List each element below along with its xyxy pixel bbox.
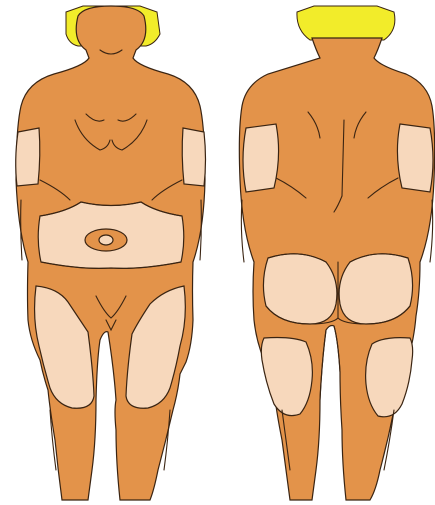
back-right-upper-arm-zone: [397, 124, 433, 192]
front-left-upper-arm-zone: [16, 128, 40, 186]
back-left-upper-arm-zone: [243, 124, 279, 192]
back-left-buttock-zone: [263, 254, 336, 324]
back-hair: [297, 6, 395, 40]
back-right-buttock-zone: [339, 254, 412, 324]
front-right-upper-arm-zone: [182, 128, 205, 186]
front-navel: [99, 235, 113, 245]
